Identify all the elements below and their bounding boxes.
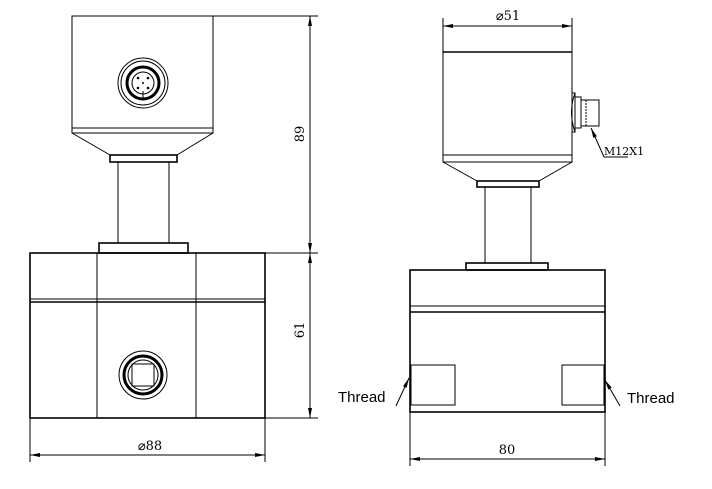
dim-51-label: ⌀51 bbox=[496, 9, 520, 24]
thread-label-left: Thread bbox=[338, 389, 386, 406]
thread-port-right bbox=[561, 364, 605, 406]
sensor-head bbox=[71, 15, 214, 134]
lower-flange-side bbox=[465, 262, 549, 271]
front-view: 89 61 ⌀88 bbox=[29, 15, 318, 462]
m12-connector-side bbox=[571, 92, 600, 133]
upper-flange-side bbox=[476, 180, 540, 188]
upper-flange bbox=[109, 154, 178, 163]
dim-61-label: 61 bbox=[293, 322, 308, 339]
body-block bbox=[29, 252, 266, 419]
connector-label: M12X1 bbox=[604, 145, 644, 158]
stem bbox=[117, 161, 170, 244]
sensor-head-side bbox=[442, 51, 573, 163]
thread-label-right: Thread bbox=[627, 390, 675, 407]
dim-88-label: ⌀88 bbox=[138, 439, 162, 454]
dim-80-label: 80 bbox=[499, 443, 516, 458]
stem-side bbox=[484, 186, 532, 264]
dim-89-label: 89 bbox=[293, 126, 308, 143]
body-block-side bbox=[409, 269, 606, 413]
side-view: ⌀51 M12X1 Thread Thread 80 bbox=[338, 9, 675, 466]
port-hole bbox=[118, 350, 168, 400]
m12-connector-face bbox=[117, 57, 169, 109]
thread-port-left bbox=[410, 364, 456, 406]
lower-flange bbox=[98, 242, 189, 254]
